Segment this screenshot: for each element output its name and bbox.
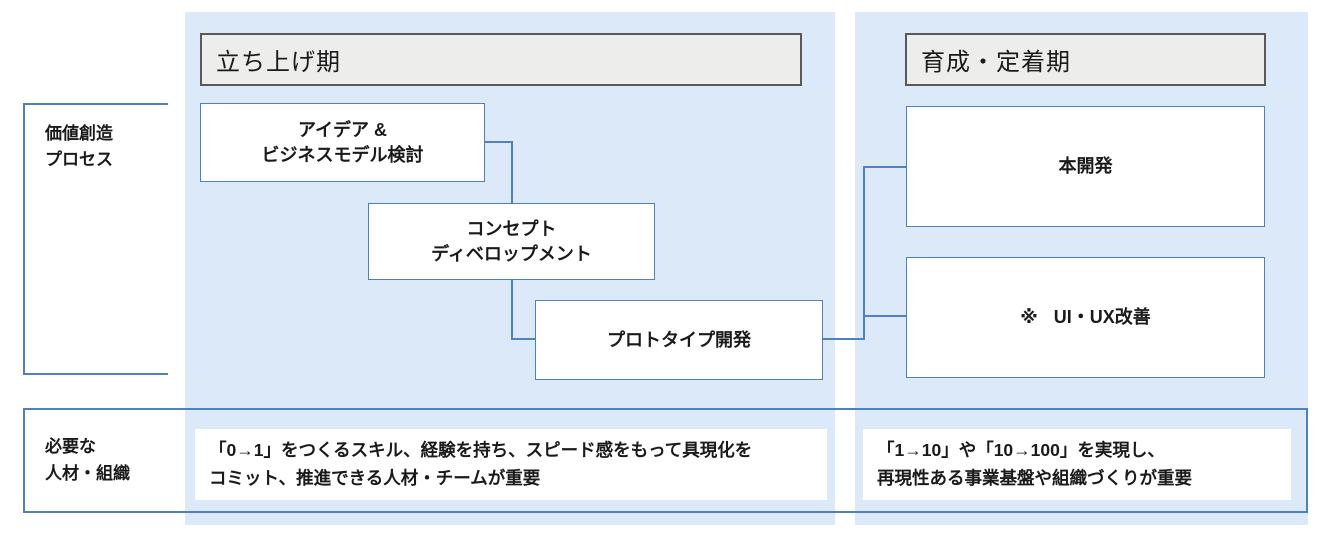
- process-box-main-development: 本開発: [906, 106, 1265, 227]
- row-label-required-talent: 必要な 人材・組織: [45, 408, 130, 513]
- talent-note-startup-line1: 「0→1」をつくるスキル、経験を持ち、スピード感をもって具現化を: [209, 440, 753, 461]
- row-label-process-line2: プロセス: [45, 150, 113, 170]
- phase-header-growth: 育成・定着期: [905, 33, 1266, 86]
- talent-note-growth: 「1→10」や「10→100」を実現し、 再現性ある事業基盤や組織づくりが重要: [863, 429, 1291, 500]
- prototype-box-label: プロトタイプ開発: [607, 329, 751, 350]
- talent-note-growth-line1: 「1→10」や「10→100」を実現し、: [877, 440, 1165, 461]
- connector-to-main-dev-h: [863, 166, 906, 168]
- talent-row-box: [23, 408, 1308, 513]
- connector-idea-to-concept-v: [511, 141, 513, 203]
- connector-branch-v: [863, 166, 865, 340]
- row-label-talent-line1: 必要な: [45, 437, 96, 457]
- row-label-talent-line2: 人材・組織: [45, 463, 130, 483]
- reference-mark-icon: ※: [1020, 307, 1038, 328]
- process-box-prototype-development: プロトタイプ開発: [535, 300, 823, 380]
- connector-to-uiux-h: [863, 315, 906, 317]
- idea-box-line1: アイデア &: [297, 120, 388, 141]
- talent-note-startup: 「0→1」をつくるスキル、経験を持ち、スピード感をもって具現化を コミット、推進…: [195, 429, 827, 500]
- connector-concept-to-prototype-v: [511, 280, 513, 340]
- talent-note-growth-line2: 再現性ある事業基盤や組織づくりが重要: [877, 467, 1192, 488]
- main-dev-box-label: 本開発: [1058, 156, 1113, 177]
- process-box-uiux-improvement: ※ UI・UX改善: [906, 257, 1265, 378]
- row-label-value-creation-process: 価値創造 プロセス: [23, 103, 168, 375]
- phase-header-startup-label: 立ち上げ期: [216, 49, 341, 76]
- connector-idea-to-concept-h: [485, 141, 512, 143]
- concept-box-line1: コンセプト: [466, 219, 557, 240]
- uiux-box-label: UI・UX改善: [1053, 307, 1151, 328]
- phase-header-growth-label: 育成・定着期: [921, 49, 1071, 76]
- row-label-process-line1: 価値創造: [45, 124, 113, 143]
- connector-concept-to-prototype-h: [511, 338, 535, 340]
- process-box-idea-business-model: アイデア & ビジネスモデル検討: [200, 103, 485, 182]
- connector-prototype-out-h: [823, 338, 865, 340]
- process-box-concept-development: コンセプト ディベロップメント: [368, 203, 655, 280]
- concept-box-line2: ディベロップメント: [431, 243, 592, 264]
- idea-box-line2: ビジネスモデル検討: [261, 144, 424, 165]
- phase-header-startup: 立ち上げ期: [200, 33, 802, 86]
- talent-note-startup-line2: コミット、推進できる人材・チームが重要: [209, 467, 541, 488]
